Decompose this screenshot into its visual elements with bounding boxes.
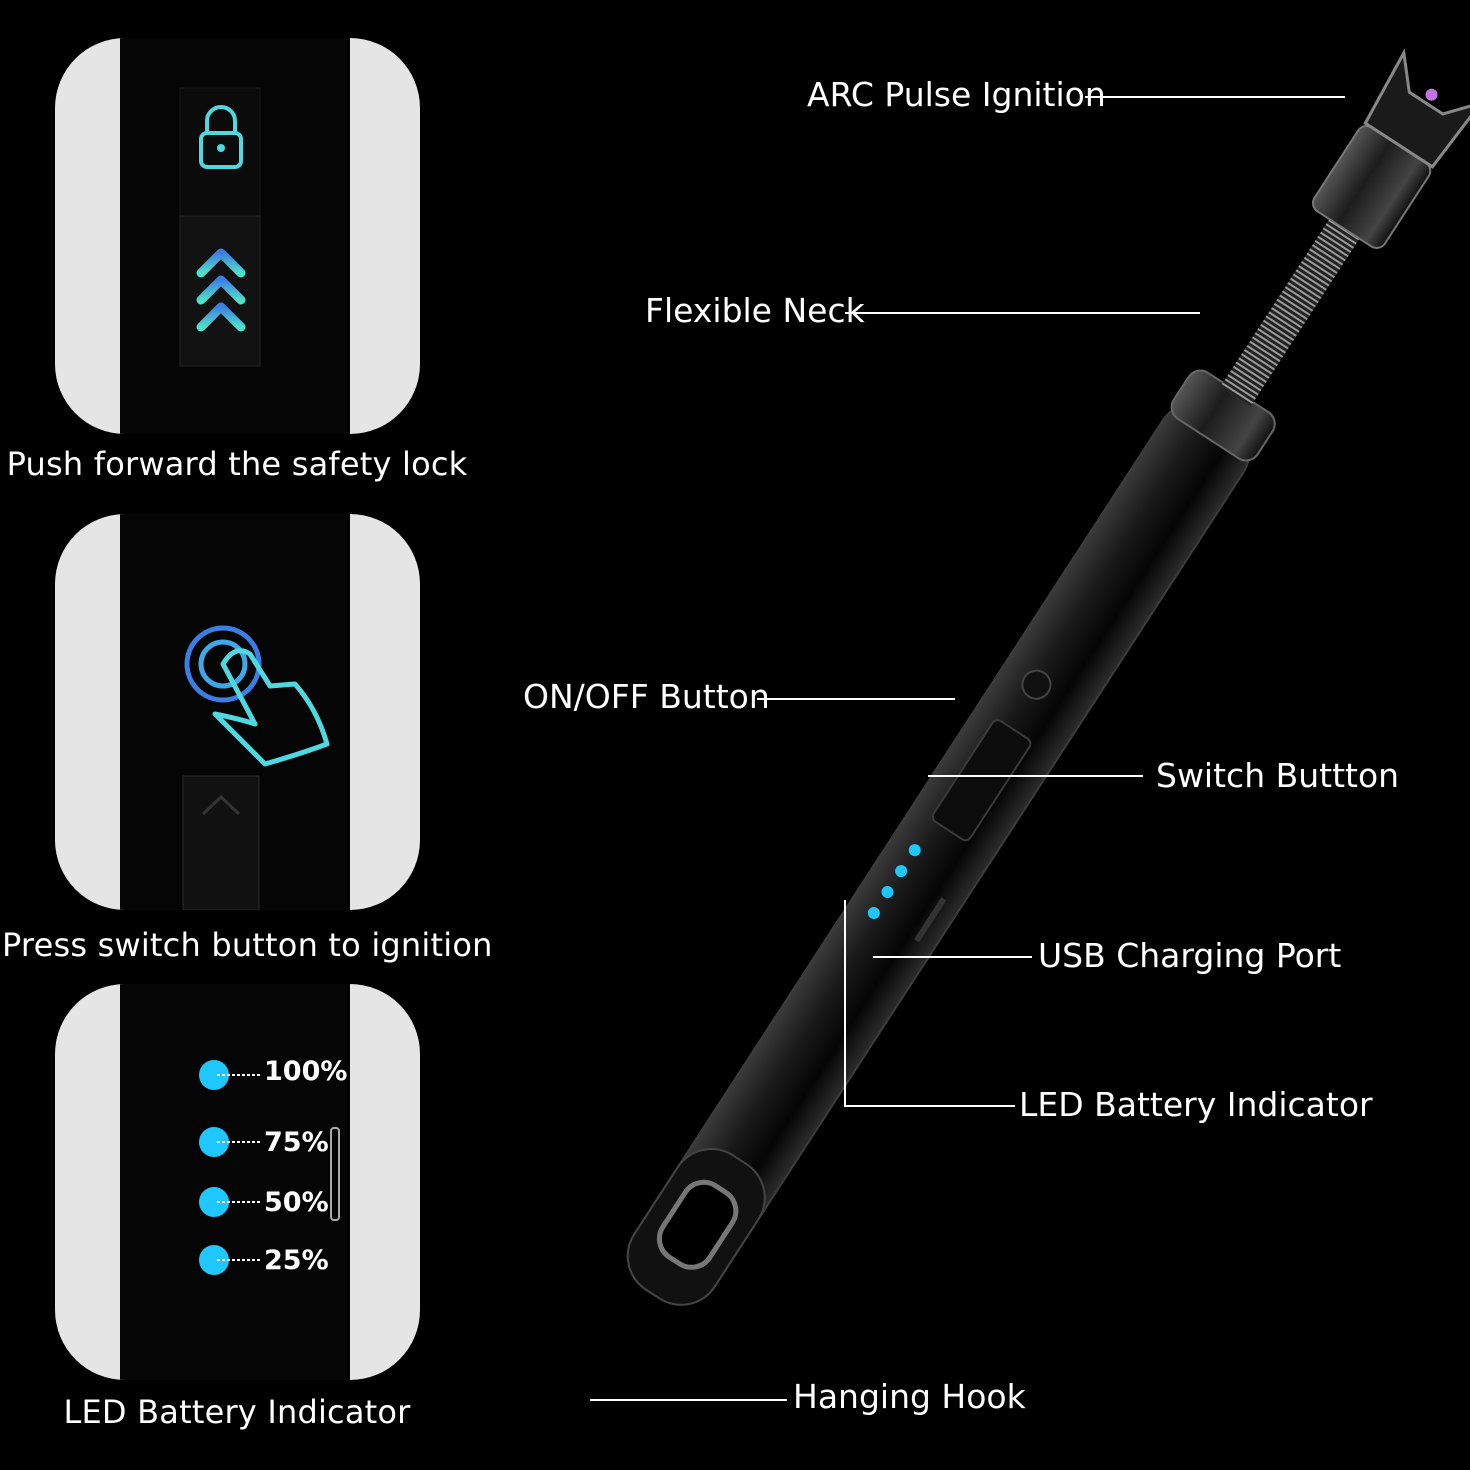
flexible-neck [1220,214,1363,407]
battery-level-100: 100% [264,1056,348,1087]
hanging-hook-mark [656,1179,739,1270]
safety-lock-panel [55,38,420,434]
battery-indicator-panel: 100% 75% 50% 25% [55,984,420,1380]
usb-port-mark [914,897,947,943]
lock-caption: Push forward the safety lock [6,445,468,483]
callout-hanging-hook: Hanging Hook [793,1377,1026,1416]
press-switch-panel [55,514,420,910]
press-caption: Press switch button to ignition [2,926,493,964]
leader-lines [590,96,1345,1401]
battery-level-25: 25% [264,1245,329,1276]
led-dots [867,844,921,919]
chevron-up-icon [196,248,246,332]
battery-level-50: 50% [264,1187,329,1218]
touch-hand-icon [184,625,330,767]
callout-led-battery-indicator: LED Battery Indicator [1019,1085,1373,1124]
ignition-tip [1363,48,1470,169]
battery-led-dots [199,1060,229,1275]
onoff-button-mark [1021,669,1052,700]
callout-arc-pulse-ignition: ARC Pulse Ignition [807,75,1106,114]
battery-caption: LED Battery Indicator [63,1393,411,1431]
callout-usb-charging-port: USB Charging Port [1038,936,1342,975]
callout-flexible-neck: Flexible Neck [645,291,865,330]
battery-level-75: 75% [264,1127,329,1158]
lock-icon [199,105,243,169]
callout-switch-button: Switch Buttton [1156,756,1400,795]
callout-onoff-button: ON/OFF Button [523,677,770,716]
switch-button-mark [931,719,1032,842]
